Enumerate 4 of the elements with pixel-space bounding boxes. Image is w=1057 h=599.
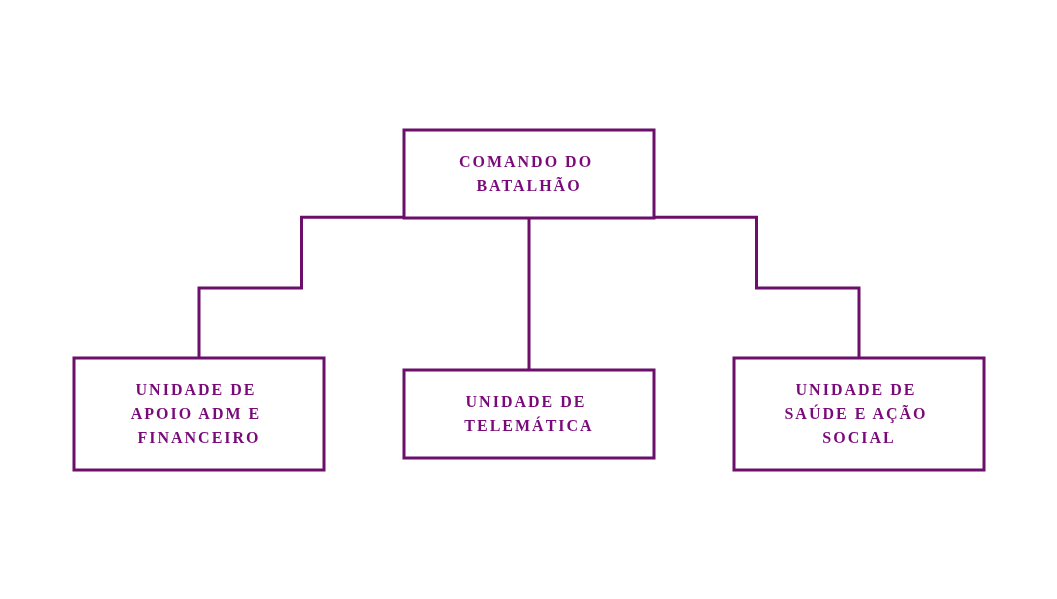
node-box: COMANDO DO BATALHÃO	[402, 128, 655, 219]
node-box: UNIDADE DE TELEMÁTICA	[402, 368, 655, 459]
node-box: UNIDADE DE SAÚDE E AÇÃO SOCIAL	[732, 356, 985, 471]
node-box: UNIDADE DE APOIO ADM E FINANCEIRO	[72, 356, 325, 471]
